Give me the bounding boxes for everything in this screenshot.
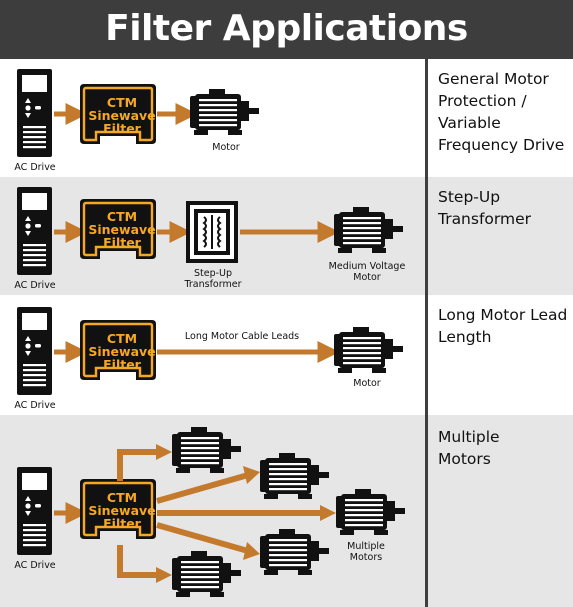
transformer-caption: Step-Up Transformer: [184, 268, 242, 290]
arrow-icon: [243, 466, 260, 484]
drive-caption: AC Drive: [14, 280, 56, 291]
drive-caption: AC Drive: [14, 162, 56, 173]
ac-drive-icon: [17, 187, 52, 275]
motor-icon: [260, 453, 329, 499]
drive-caption: AC Drive: [14, 400, 56, 411]
ac-drive-icon: [17, 69, 52, 157]
row-label: General Motor Protection / Variable Freq…: [438, 70, 565, 154]
row-diagram: [17, 69, 259, 157]
motor-icon: [172, 427, 241, 473]
motor-icon: [172, 551, 241, 597]
arrow-icon: [54, 340, 88, 364]
transformer-icon: [186, 201, 238, 263]
ac-drive-icon: [17, 467, 52, 555]
row-label: Multiple Motors: [438, 428, 500, 468]
column-divider: [425, 59, 428, 607]
motor-icon: [260, 529, 329, 575]
motor-icon: [334, 327, 403, 373]
row-diagram: [17, 307, 403, 395]
motor-caption: Motor: [212, 142, 240, 153]
arrow-icon: [157, 340, 340, 364]
arrow-icon: [156, 567, 172, 583]
row-diagram: [17, 427, 405, 597]
motor-caption: Medium Voltage Motor: [328, 261, 406, 283]
arrow-icon: [157, 102, 198, 126]
motor-caption: Motor: [353, 378, 381, 389]
row-label: Long Motor Lead Length: [438, 306, 568, 346]
cable-caption: Long Motor Cable Leads: [184, 331, 300, 342]
arrow-icon: [320, 505, 336, 521]
ac-drive-icon: [17, 307, 52, 395]
arrow-icon: [156, 444, 172, 460]
arrow-icon: [54, 220, 88, 244]
arrow-icon: [157, 220, 192, 244]
motor-icon: [190, 89, 259, 135]
arrow-icon: [54, 501, 88, 525]
motor-icon: [336, 489, 405, 535]
motors-caption: Multiple Motors: [347, 541, 385, 563]
row-diagram: [17, 187, 403, 275]
motor-icon: [334, 207, 403, 253]
row-label: Step-Up Transformer: [438, 188, 532, 228]
arrow-icon: [243, 542, 260, 560]
arrow-icon: [54, 102, 88, 126]
arrow-icon: [240, 220, 340, 244]
drive-caption: AC Drive: [14, 560, 56, 571]
page-title: Filter Applications: [0, 0, 573, 59]
